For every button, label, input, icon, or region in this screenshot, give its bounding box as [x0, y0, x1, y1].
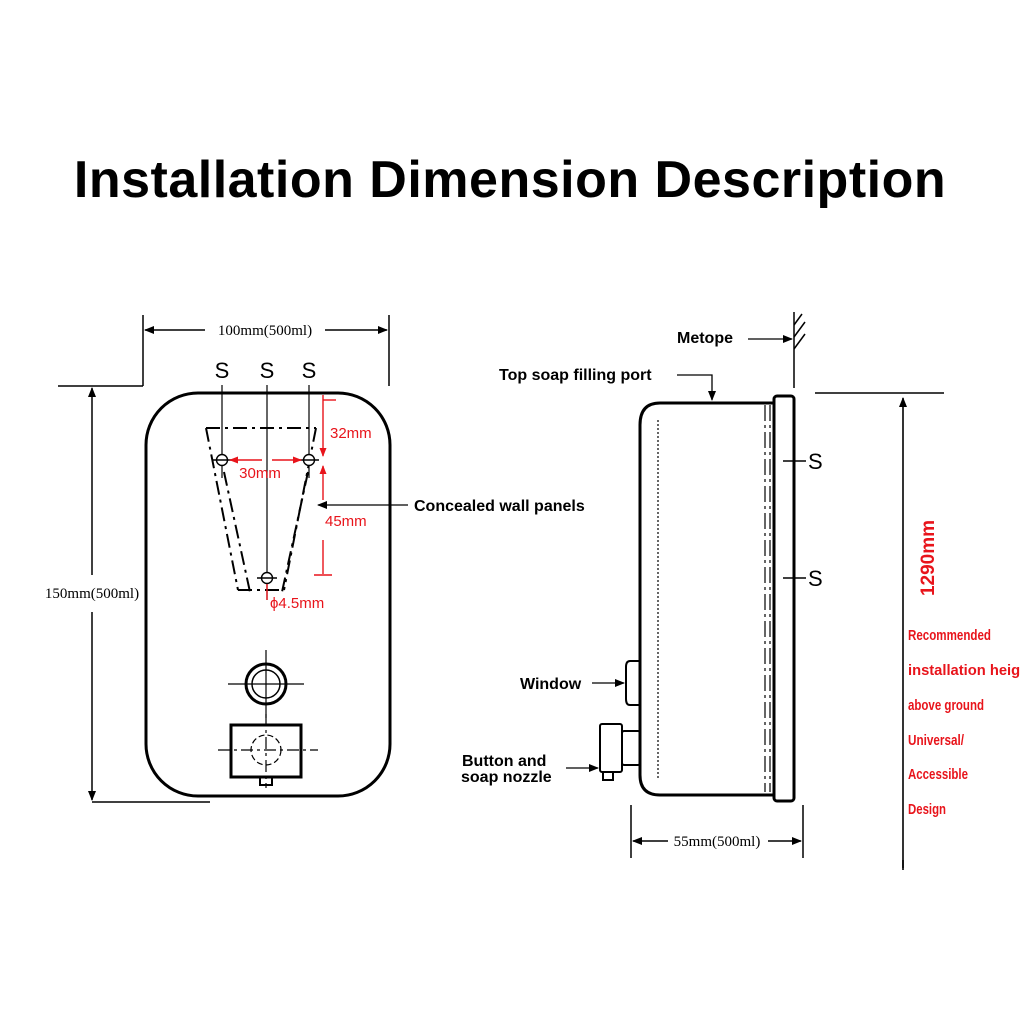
- note-line-3: above ground: [908, 697, 984, 714]
- screw-mark-right: S: [302, 358, 317, 383]
- hole-diameter-label: ϕ4.5mm: [270, 595, 324, 612]
- height-info: 1290mm Recommended installation height a…: [815, 392, 1020, 870]
- note-line-2: installation height: [908, 662, 1020, 679]
- side-screw-mark-lower: S: [808, 566, 823, 591]
- screw-mark-left: S: [215, 358, 230, 383]
- depth-dimension: [630, 805, 804, 858]
- side-button-nozzle: [599, 723, 641, 781]
- window-circle: [228, 650, 304, 718]
- front-view: 100mm(500ml) 150mm(500ml) S S S: [45, 315, 585, 803]
- button-box: [218, 714, 318, 788]
- height-dimension: [88, 387, 210, 803]
- screw-holes: [212, 453, 319, 585]
- concealed-panel-outline: [205, 427, 317, 593]
- metope-label: Metope: [677, 330, 733, 347]
- install-height-label: 1290mm: [918, 520, 939, 596]
- height-note: Recommended installation height above gr…: [908, 627, 1020, 818]
- window-label: Window: [520, 676, 582, 693]
- concealed-panels-label: Concealed wall panels: [414, 498, 585, 515]
- filling-port-arrow: [677, 374, 716, 401]
- note-line-1: Recommended: [908, 627, 991, 644]
- red-dimensions: [229, 395, 336, 600]
- width-dimension: [58, 315, 390, 387]
- wall-hatch: [793, 312, 806, 388]
- note-line-5: Accessible: [908, 766, 968, 783]
- screw-mark-center: S: [260, 358, 275, 383]
- side-screw-ticks: [783, 460, 806, 579]
- back-plate: [772, 394, 796, 803]
- depth-label: 55mm(500ml): [674, 834, 761, 850]
- page-title: Installation Dimension Description: [73, 151, 947, 209]
- filling-port-label: Top soap filling port: [499, 367, 652, 384]
- height-label: 150mm(500ml): [45, 586, 139, 602]
- button-label-line2: soap nozzle: [461, 769, 552, 786]
- note-line-4: Universal/: [908, 732, 965, 749]
- width-label: 100mm(500ml): [218, 323, 312, 339]
- side-window: [625, 660, 640, 706]
- screw-centerlines: [221, 385, 310, 600]
- note-line-6: Design: [908, 801, 946, 818]
- side-inner-lines: [657, 405, 771, 792]
- button-label-line1: Button and: [462, 753, 546, 770]
- top-offset-label: 32mm: [330, 425, 372, 442]
- dispenser-front-body: [144, 391, 392, 798]
- side-view: Metope Top soap filling port S S Window: [461, 312, 823, 858]
- dispenser-side-body: [638, 401, 774, 797]
- vertical-spacing-label: 45mm: [325, 513, 367, 530]
- side-screw-mark-upper: S: [808, 449, 823, 474]
- hole-spacing-label: 30mm: [239, 465, 281, 482]
